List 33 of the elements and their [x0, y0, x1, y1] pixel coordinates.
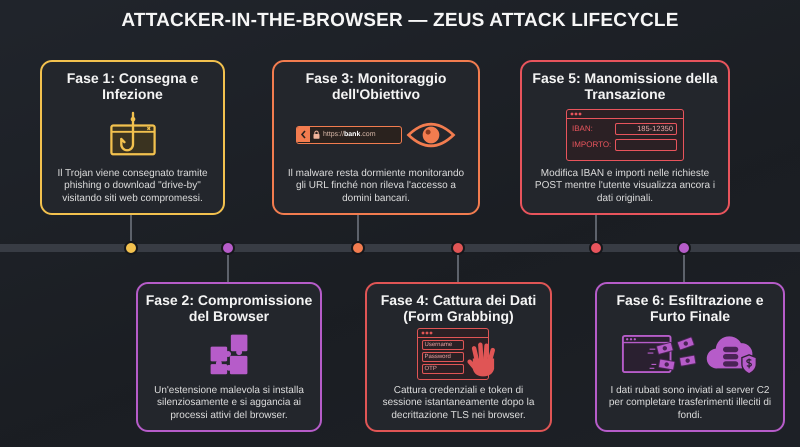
phase-card: [365, 282, 552, 432]
phase-description: Cattura credenziali e token di sessione istantaneamente dopo la decrittazione TLS nei browser.: [382, 384, 536, 423]
phase-heading: Fase 2: Compromissione del Browser: [144, 292, 314, 324]
phase-description: Un'estensione malevola si installa silenziosamente e si aggancia ai processi attivi del browser.: [153, 384, 305, 423]
timeline-dot: [221, 241, 235, 255]
phase-card: [520, 60, 730, 215]
phase-description: Il Trojan viene consegnato tramite phishing o download "drive-by" visitando siti web compromessi.: [56, 168, 209, 206]
phase-description: Il malware resta dormiente monitorando gli URL finché non rileva l'accesso a domini bancari.: [286, 168, 466, 206]
field-label: IMPORTO:: [572, 140, 612, 150]
connector-line: [357, 215, 359, 241]
phase-description: Modifica IBAN e importi nelle richieste POST mentre l'utente visualizza ancora i dati originali.: [534, 168, 716, 206]
connector-line: [130, 215, 132, 241]
phase-card: [40, 60, 225, 215]
phase-card: [272, 60, 480, 215]
phase-heading: Fase 3: Monitoraggio dell'Obiettivo: [304, 70, 448, 102]
phase-card: [136, 282, 322, 432]
timeline-dot: [124, 241, 138, 255]
connector-line: [227, 255, 229, 282]
diagram-title: ATTACKER-IN-THE-BROWSER — ZEUS ATTACK LIFECYCLE: [121, 10, 679, 32]
timeline-dot: [589, 241, 603, 255]
phase-heading: Fase 6: Esfiltrazione e Furto Finale: [615, 292, 765, 324]
phase-card: [595, 282, 785, 432]
connector-line: [595, 215, 597, 241]
timeline-dot: [351, 241, 365, 255]
connector-line: [683, 255, 685, 282]
phase-description: I dati rubati sono inviati al server C2 per completare trasferimenti illeciti di fondi.: [608, 384, 772, 423]
connector-line: [457, 255, 459, 282]
timeline-dot: [677, 241, 691, 255]
phase-heading: Fase 5: Manomissione della Transazione: [531, 70, 719, 102]
phase-heading: Fase 4: Cattura dei Dati (Form Grabbing): [380, 292, 538, 324]
timeline-dot: [451, 241, 465, 255]
phase-heading: Fase 1: Consegna e Infezione: [66, 70, 200, 102]
field-label: IBAN:: [572, 124, 594, 134]
